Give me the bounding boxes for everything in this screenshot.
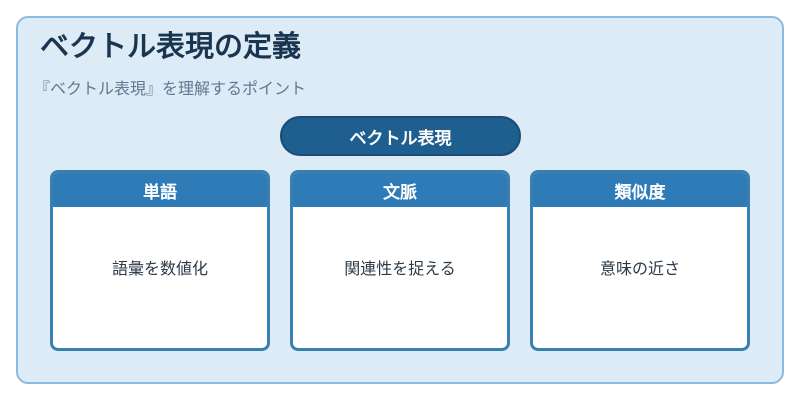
card-similarity: 類似度 意味の近さ (530, 170, 750, 351)
card-word: 単語 語彙を数値化 (50, 170, 270, 351)
card-body: 語彙を数値化 (111, 258, 208, 278)
card-context: 文脈 関連性を捉える (290, 170, 510, 351)
card-header: 文脈 (293, 173, 507, 207)
center-node: ベクトル表現 (280, 116, 521, 156)
card-header: 単語 (53, 173, 267, 207)
card-body: 意味の近さ (599, 258, 680, 278)
page-title: ベクトル表現の定義 (40, 29, 302, 63)
card-body: 関連性を捉える (344, 258, 456, 278)
card-header: 類似度 (533, 173, 747, 207)
page-subtitle: 『ベクトル表現』を理解するポイント (34, 79, 307, 98)
